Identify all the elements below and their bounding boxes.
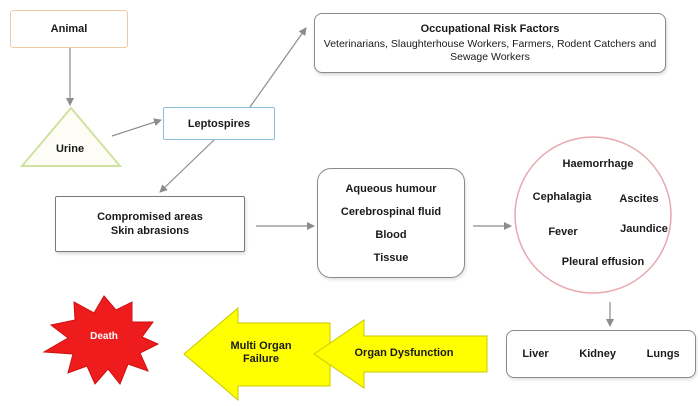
symptom-pleural-effusion: Pleural effusion — [561, 256, 645, 268]
symptoms-circle — [514, 136, 672, 294]
fluid-item: Blood — [375, 228, 407, 241]
leptospires-label: Leptospires — [187, 117, 251, 130]
skin-abrasions-label: Skin abrasions — [110, 225, 190, 237]
arrow-urine-leptospires — [111, 118, 162, 137]
leptospires-node: Leptospires — [163, 107, 275, 140]
symptom-haemorrhage: Haemorrhage — [562, 158, 634, 170]
arrow-leptospires-compromised — [159, 139, 215, 193]
death-starburst — [42, 295, 160, 385]
risk-body: Veterinarians, Slaughterhouse Workers, F… — [323, 38, 657, 63]
occupational-risk-node: Occupational Risk Factors Veterinarians,… — [314, 13, 666, 73]
urine-triangle — [19, 106, 123, 167]
symptom-fever: Fever — [548, 226, 578, 238]
organ-item: Lungs — [646, 348, 680, 360]
symptom-ascites: Ascites — [619, 193, 659, 205]
multi-organ-failure-label: Multi Organ Failure — [230, 340, 292, 365]
symptom-jaundice: Jaundice — [620, 223, 668, 235]
fluid-item: Aqueous humour — [345, 182, 437, 195]
fluid-item: Tissue — [373, 251, 409, 264]
body-fluids-node: Aqueous humour Cerebrospinal fluid Blood… — [317, 168, 465, 278]
compromised-areas-node: Compromised areas Skin abrasions — [55, 196, 245, 252]
compromised-label: Compromised areas — [97, 211, 203, 223]
symptom-cephalagia: Cephalagia — [532, 191, 592, 203]
organ-item: Liver — [522, 348, 549, 360]
animal-node: Animal — [10, 10, 128, 48]
organ-dysfunction-label: Organ Dysfunction — [354, 347, 454, 359]
organ-dysfunction-arrow — [313, 319, 488, 389]
organs-node: Liver Kidney Lungs — [506, 330, 696, 378]
fluid-item: Cerebrospinal fluid — [340, 205, 442, 218]
animal-label: Animal — [50, 23, 88, 35]
risk-title: Occupational Risk Factors — [420, 23, 560, 35]
organ-item: Kidney — [579, 348, 616, 360]
death-label: Death — [90, 331, 118, 342]
arrow-leptospires-risk — [249, 27, 307, 108]
urine-label: Urine — [55, 143, 85, 155]
